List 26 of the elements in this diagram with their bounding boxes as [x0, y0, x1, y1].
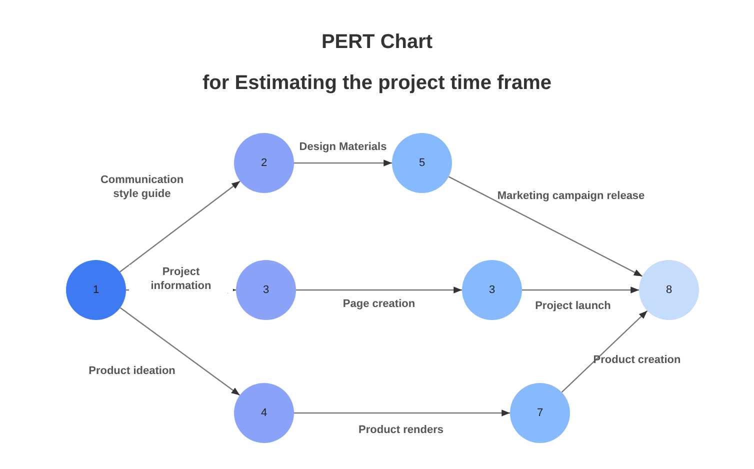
arrow — [120, 307, 240, 396]
event-number: 3 — [488, 284, 496, 296]
edge-label: Project launch — [534, 299, 612, 313]
event-number: 5 — [418, 157, 426, 169]
arrow — [120, 180, 240, 272]
edge-label: Design Materials — [298, 140, 388, 154]
event-number: 3 — [262, 284, 270, 296]
edge-label: Product ideation — [88, 364, 176, 378]
edge-label: Communication style guide — [99, 173, 185, 201]
chart-title: PERT Chart — [320, 31, 434, 54]
arrow — [294, 410, 510, 416]
edge-label: Marketing campaign release — [496, 189, 646, 203]
edge-label: Page creation — [342, 297, 416, 311]
edge-label: Product creation — [592, 353, 682, 367]
edge-label: Product renders — [358, 423, 444, 437]
event-number: 1 — [92, 284, 100, 296]
arrow — [294, 160, 392, 166]
event-number: 4 — [260, 407, 268, 419]
arrow — [296, 286, 462, 294]
event-number: 7 — [536, 407, 544, 419]
event-number: 8 — [666, 284, 672, 296]
arrow — [561, 310, 648, 393]
chart-subtitle: for Estimating the project time frame — [202, 72, 552, 95]
arrow — [448, 176, 643, 277]
arrow — [522, 286, 639, 294]
event-number: 2 — [260, 157, 268, 169]
